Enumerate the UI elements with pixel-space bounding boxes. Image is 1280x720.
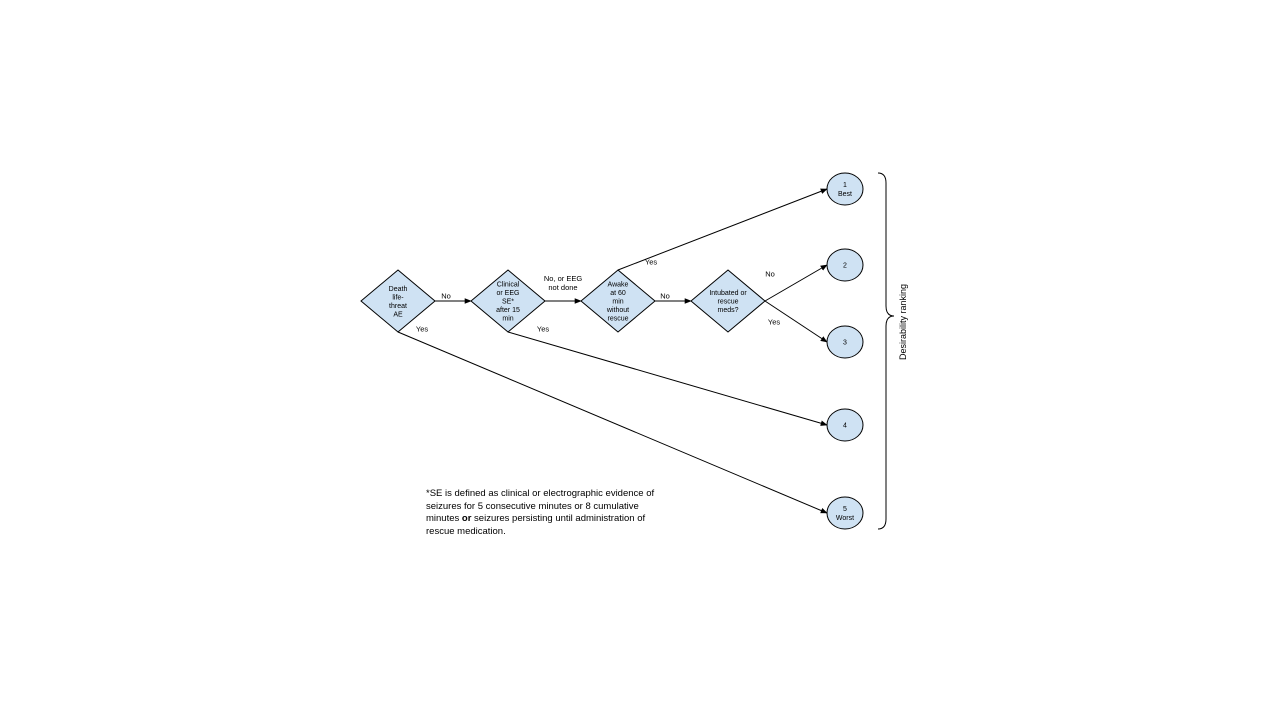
decision-awake-text-line-5: rescue (607, 316, 628, 323)
outcome-rank2-text-line-1: 2 (843, 263, 847, 270)
decision-se-diamond (470, 269, 546, 333)
edge-label-intubated-to-rank2: No (765, 270, 775, 279)
edge-death-to-rank5 (397, 331, 828, 514)
edge-label-death-to-rank5-line-1: Yes (416, 325, 428, 334)
edge-label-intubated-to-rank3-line-1: Yes (768, 318, 780, 327)
edges-layer (397, 188, 828, 514)
outcome-rank3-circle (826, 325, 864, 359)
footnote-bold-or: or (461, 513, 472, 524)
decision-death-diamond (360, 269, 436, 333)
ranking-label: Desirability ranking (898, 284, 908, 360)
ranking-brace (877, 172, 895, 530)
outcome-rank5-text-line-1: 5 (843, 506, 847, 513)
decision-awake-text-line-1: Awake (608, 282, 629, 289)
outcome-rank1-circle (826, 172, 864, 206)
decision-awake-text-line-4: without (606, 307, 629, 314)
edge-label-se-to-awake-line-1: No, or EEG (544, 274, 583, 283)
edge-label-se-to-rank4-line-1: Yes (537, 325, 549, 334)
decision-se-text-line-5: min (502, 316, 513, 323)
edge-label-intubated-to-rank2-line-1: No (765, 270, 775, 279)
decision-intubated-diamond (690, 269, 766, 333)
outcome-rank1-text-line-1: 1 (843, 182, 847, 189)
outcome-rank4-text-line-1: 4 (843, 423, 847, 430)
outcome-rank2: 2 (826, 248, 864, 282)
decision-death-text-line-2: life- (392, 294, 404, 301)
edge-label-awake-to-rank1: Yes (645, 258, 657, 267)
decision-se-text-line-4: after 15 (496, 307, 520, 314)
footnote-text-2: seizures persisting until administration… (426, 513, 646, 537)
outcome-rank5-text-line-2: Worst (836, 515, 854, 522)
edge-intubated-to-rank2 (764, 264, 828, 302)
edge-label-awake-to-rank1-line-1: Yes (645, 258, 657, 267)
footnote-text-1: *SE is defined as clinical or electrogra… (426, 488, 655, 524)
decision-awake-text-line-2: at 60 (610, 290, 626, 297)
decision-se-text-line-2: or EEG (497, 290, 520, 297)
outcome-rank1-text-line-2: Best (838, 191, 852, 198)
edge-label-death-to-rank5: Yes (416, 325, 428, 334)
decision-se-text-line-1: Clinical (497, 282, 520, 289)
decision-awake-diamond (580, 269, 656, 333)
decision-se-text-line-3: SE* (502, 299, 514, 306)
decision-intubated-text-line-3: meds? (717, 307, 738, 314)
edge-label-awake-to-intubated-line-1: No (660, 292, 670, 301)
decision-intubated-text-line-2: rescue (717, 299, 738, 306)
outcome-rank3-text-line-1: 3 (843, 340, 847, 347)
outcome-rank4: 4 (826, 408, 864, 442)
edge-intubated-to-rank3 (764, 300, 828, 343)
decision-death-text-line-1: Death (389, 286, 408, 293)
edge-awake-to-rank1 (617, 188, 828, 271)
edge-label-awake-to-intubated: No (660, 292, 670, 301)
decision-death-text-line-4: AE (393, 311, 403, 318)
decision-awake-text-line-3: min (612, 299, 623, 306)
edge-label-death-to-se: No (441, 292, 451, 301)
edge-se-to-rank4 (507, 331, 828, 426)
decision-intubated-text-line-1: Intubated or (709, 290, 747, 297)
edge-label-intubated-to-rank3: Yes (768, 318, 780, 327)
outcome-rank3: 3 (826, 325, 864, 359)
decision-death-text-line-3: threat (389, 303, 407, 310)
edge-label-se-to-awake-line-2: not done (548, 283, 577, 292)
edge-label-death-to-se-line-1: No (441, 292, 451, 301)
outcome-rank4-circle (826, 408, 864, 442)
edge-label-se-to-rank4: Yes (537, 325, 549, 334)
outcome-rank5-circle (826, 496, 864, 530)
se-definition-footnote: *SE is defined as clinical or electrogra… (426, 488, 666, 538)
outcome-rank2-circle (826, 248, 864, 282)
